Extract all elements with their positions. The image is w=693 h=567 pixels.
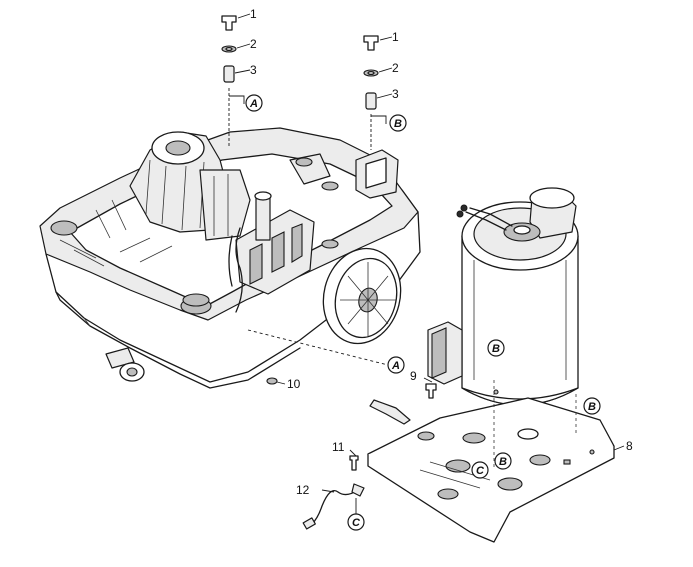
svg-text:B: B <box>492 343 500 355</box>
fastener-stack-a <box>221 15 237 148</box>
ref-c-cable: C <box>347 513 365 531</box>
machine-housing <box>39 127 421 389</box>
callout-12: 12 <box>296 483 310 497</box>
ref-b-top: B <box>389 114 407 132</box>
motor-assembly <box>427 187 579 406</box>
callout-9: 9 <box>410 369 417 383</box>
bolt-9 <box>425 383 437 399</box>
reference-markers: A B A B B B C C <box>245 94 601 531</box>
ref-c-plate: C <box>471 461 489 479</box>
svg-text:B: B <box>588 401 596 413</box>
svg-text:A: A <box>249 98 258 110</box>
ref-b-motor: B <box>487 339 505 357</box>
nut-10 <box>266 377 278 385</box>
svg-text:A: A <box>391 360 400 372</box>
ref-b-plate-right: B <box>583 397 601 415</box>
svg-text:C: C <box>352 517 361 529</box>
svg-text:B: B <box>394 118 402 130</box>
ref-b-plate-left: B <box>494 452 512 470</box>
callout-8: 8 <box>626 439 633 453</box>
screw-11 <box>349 455 359 471</box>
callout-2-right: 2 <box>392 61 399 75</box>
front-caster <box>105 347 145 382</box>
fastener-stack-b <box>363 35 379 150</box>
ground-cable-12 <box>302 483 365 530</box>
base-plate <box>367 397 615 543</box>
callout-numbers: 1 2 3 1 2 3 8 9 10 11 12 <box>250 7 633 497</box>
svg-text:C: C <box>476 465 485 477</box>
ref-a-top: A <box>245 94 263 112</box>
callout-11: 11 <box>332 440 345 454</box>
hose-stub <box>369 399 411 425</box>
callout-3-right: 3 <box>392 87 399 101</box>
callout-1-right: 1 <box>392 30 399 44</box>
callout-3-left: 3 <box>250 63 257 77</box>
callout-1-left: 1 <box>250 7 257 21</box>
svg-text:B: B <box>499 456 507 468</box>
rear-wheel <box>322 247 402 345</box>
callout-10: 10 <box>287 377 301 391</box>
ref-a-mid: A <box>387 356 405 374</box>
callout-2-left: 2 <box>250 37 257 51</box>
